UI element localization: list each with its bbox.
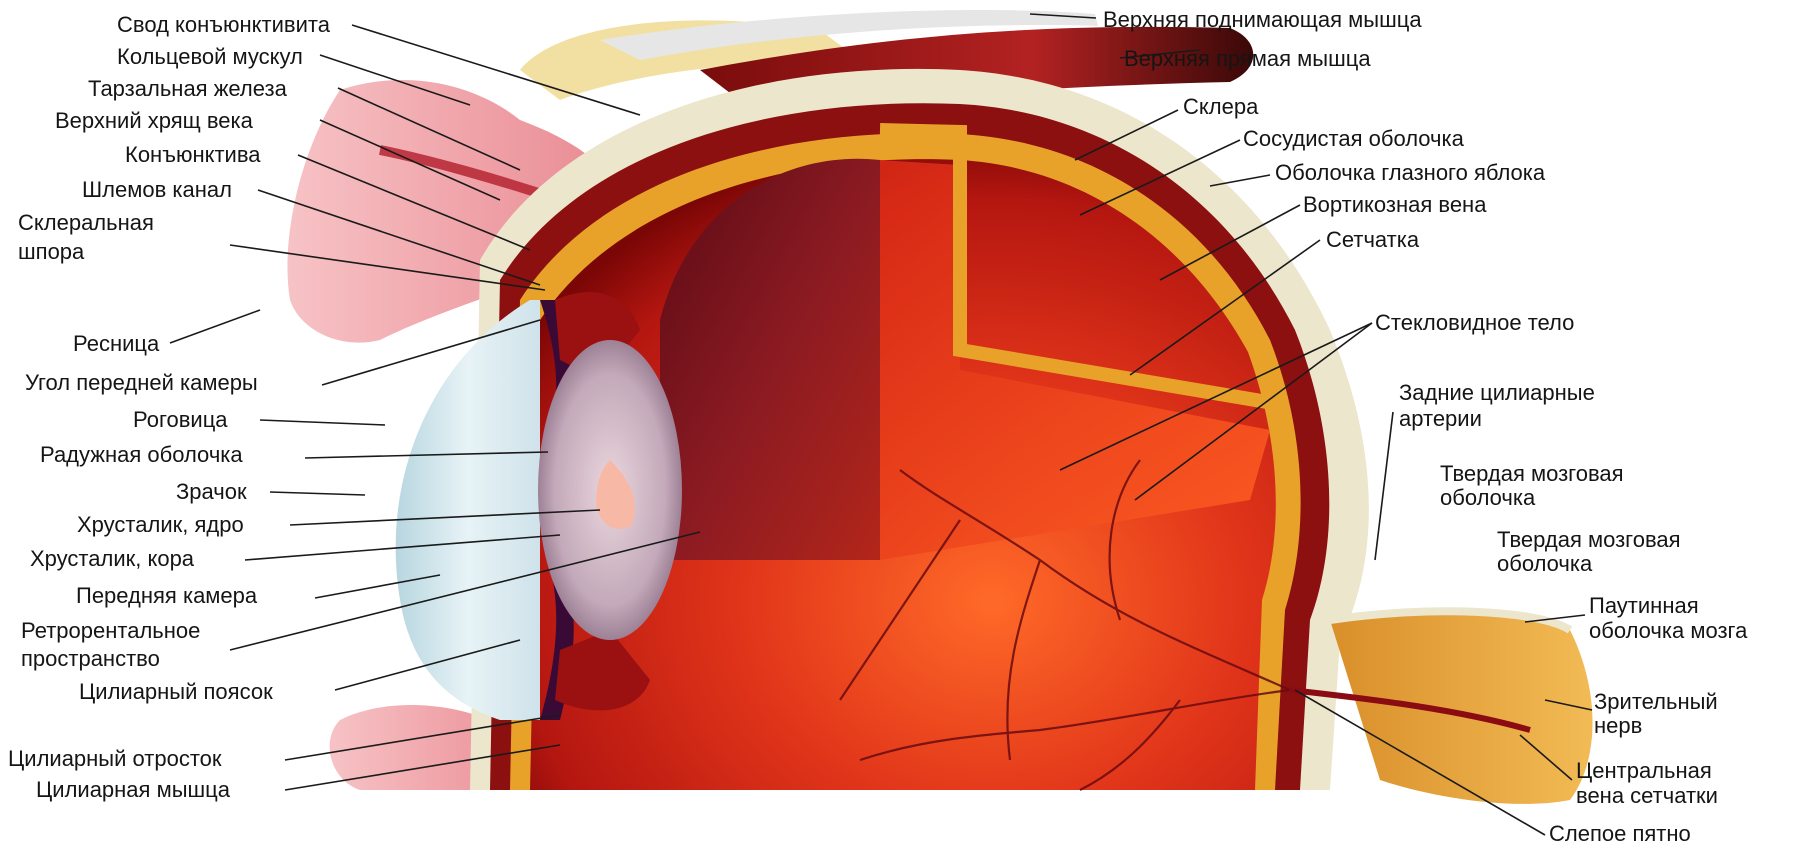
label-zadnie-2: артерии	[1399, 406, 1482, 431]
label-zritelny-2: нерв	[1594, 713, 1642, 738]
leader-zrachok	[270, 492, 365, 495]
label-skleralnaya-2: шпора	[18, 239, 85, 264]
label-verkh-podn: Верхняя поднимающая мышца	[1103, 7, 1422, 32]
label-zritelny-1: Зрительный	[1594, 689, 1718, 714]
label-tverdaya1-2: оболочка	[1440, 485, 1536, 510]
label-perednyaya: Передняя камера	[76, 583, 258, 608]
label-skleralnaya-1: Склеральная	[18, 210, 154, 235]
label-konyunktiva: Конъюнктива	[125, 142, 261, 167]
label-otrostok: Цилиарный отросток	[8, 746, 222, 771]
leader-tverdaya2	[1430, 550, 1495, 602]
label-tarzalnaya: Тарзальная железа	[88, 76, 288, 101]
label-verkh-pryam: Верхняя прямая мышца	[1124, 46, 1371, 71]
label-svod: Свод конъюнктивита	[117, 12, 331, 37]
label-tverdaya2-1: Твердая мозговая	[1497, 527, 1681, 552]
label-slepoe: Слепое пятно	[1549, 821, 1691, 846]
label-tverdaya1-1: Твердая мозговая	[1440, 461, 1624, 486]
label-rogovitsa: Роговица	[133, 407, 228, 432]
label-retro-1: Ретрорентальное	[21, 618, 200, 643]
label-koltsevoy: Кольцевой мускул	[117, 44, 303, 69]
leader-rogovitsa	[260, 420, 385, 425]
optic-nerve	[1330, 611, 1593, 804]
label-zrachok: Зрачок	[176, 479, 247, 504]
label-myshtsa: Цилиарная мышца	[36, 777, 231, 802]
label-kora: Хрусталик, кора	[30, 546, 195, 571]
label-raduzhnaya: Радужная оболочка	[40, 442, 243, 467]
leader-resnitsa	[170, 310, 260, 343]
label-retro-2: пространство	[21, 646, 160, 671]
label-vortikoznaya: Вортикозная вена	[1303, 192, 1487, 217]
label-tverdaya2-2: оболочка	[1497, 551, 1593, 576]
label-poyasok: Цилиарный поясок	[79, 679, 273, 704]
label-tsentralnaya-1: Центральная	[1576, 758, 1712, 783]
leader-zadnie	[1375, 412, 1393, 560]
label-pautinnaya-2: оболочка мозга	[1589, 618, 1748, 643]
label-tsentralnaya-2: вена сетчатки	[1576, 783, 1718, 808]
label-steklovidnoe: Стекловидное тело	[1375, 310, 1574, 335]
label-yadro: Хрусталик, ядро	[77, 512, 244, 537]
label-obolochka-gl: Оболочка глазного яблока	[1275, 160, 1546, 185]
label-shlemov: Шлемов канал	[82, 177, 232, 202]
label-resnitsa: Ресница	[73, 331, 160, 356]
cornea	[396, 300, 540, 720]
label-pautinnaya-1: Паутинная	[1589, 593, 1699, 618]
label-ugol: Угол передней камеры	[25, 370, 258, 395]
label-setchatka: Сетчатка	[1326, 227, 1420, 252]
label-sosudistaya: Сосудистая оболочка	[1243, 126, 1465, 151]
label-sklera: Склера	[1183, 94, 1259, 119]
label-khryashch: Верхний хрящ века	[55, 108, 254, 133]
label-zadnie-1: Задние цилиарные	[1399, 380, 1595, 405]
